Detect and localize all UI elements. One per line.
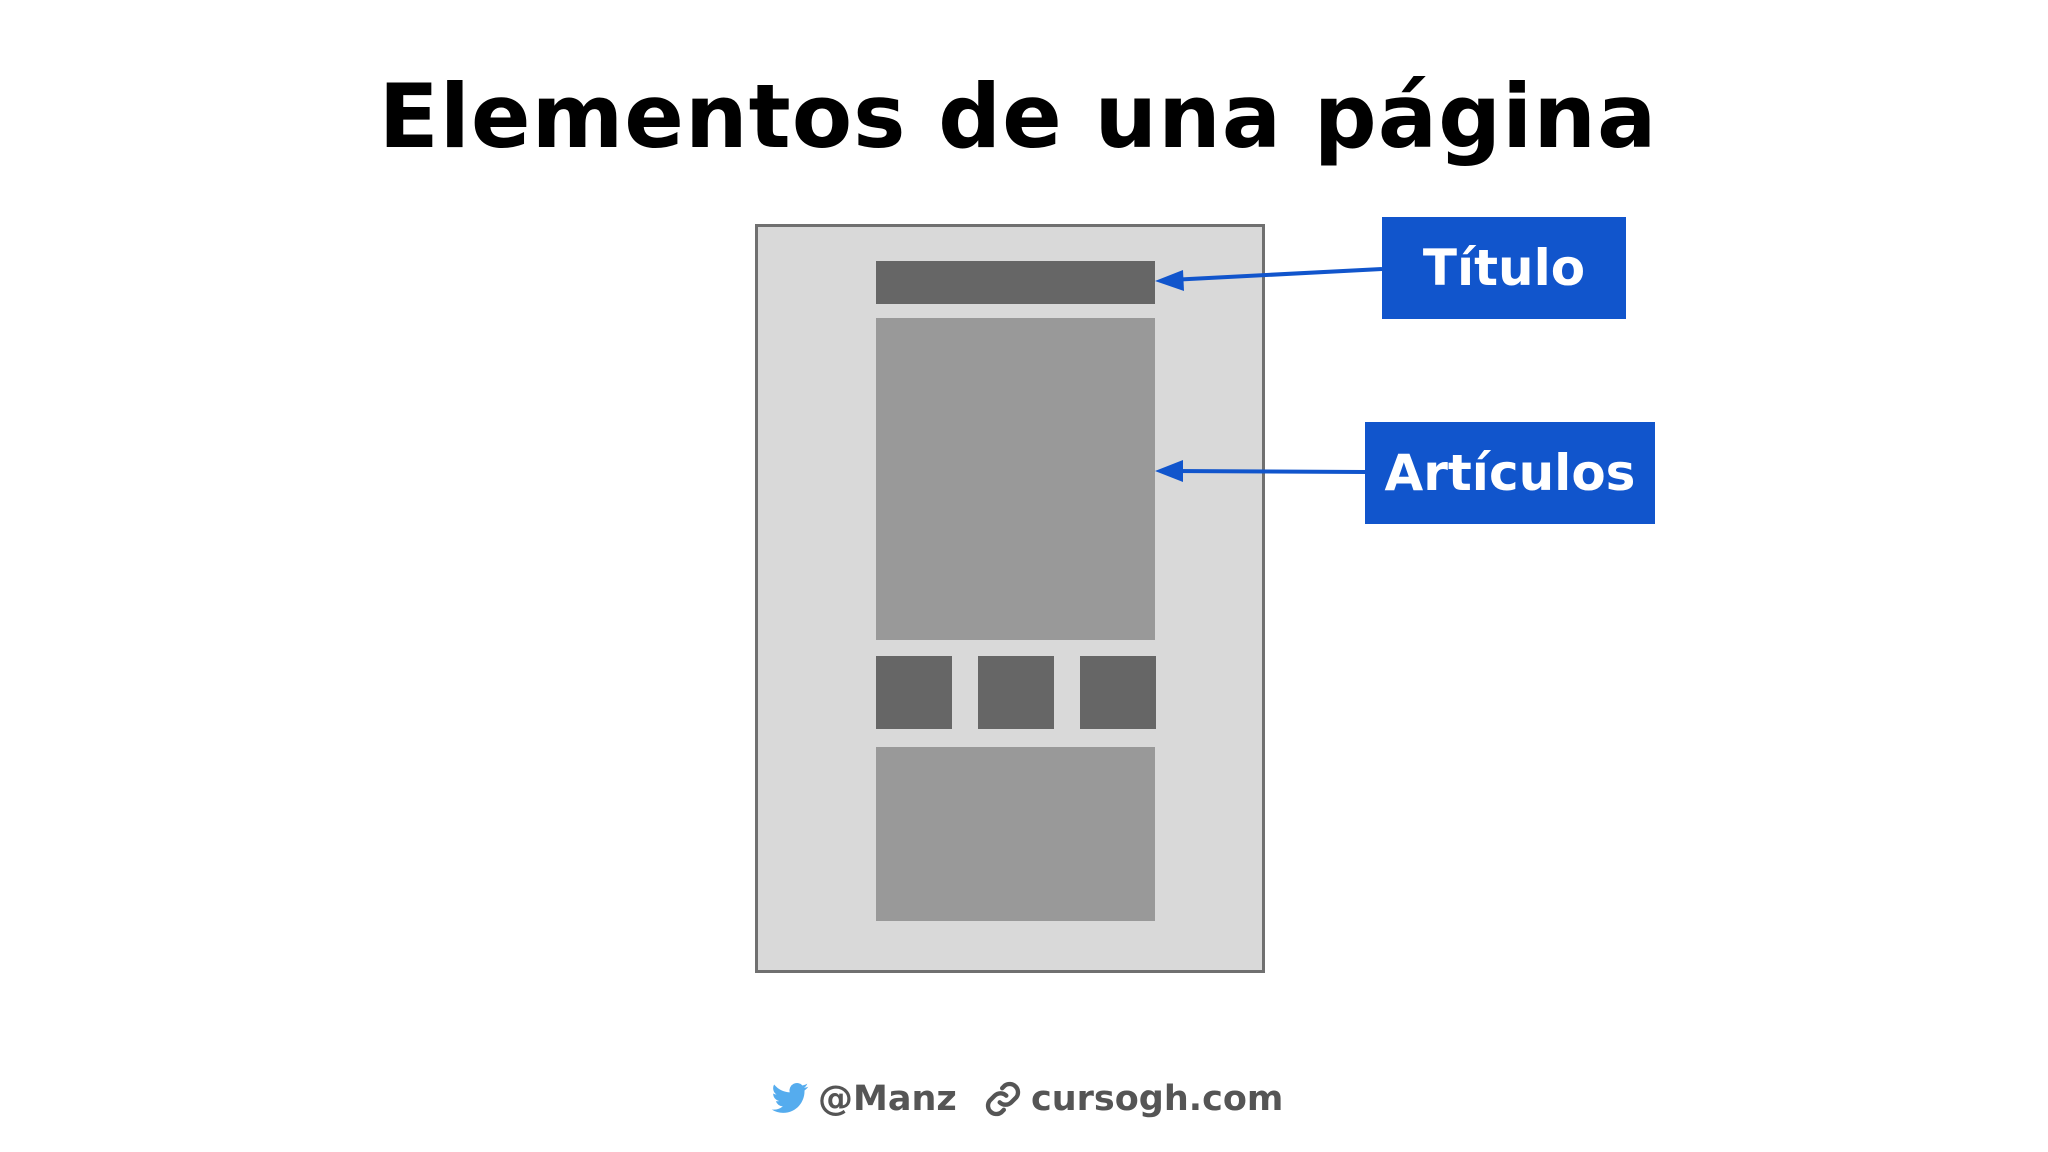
title-block <box>876 261 1155 304</box>
website-link: cursogh.com <box>1031 1079 1284 1119</box>
thumbnail-block-3 <box>1080 656 1156 729</box>
chain-link-icon <box>983 1079 1023 1119</box>
twitter-handle: @Manz <box>818 1079 957 1119</box>
thumbnail-block-1 <box>876 656 952 729</box>
footer-twitter[interactable]: @Manz <box>770 1074 957 1124</box>
label-titulo: Título <box>1382 217 1626 319</box>
article-block <box>876 318 1155 640</box>
slide-title: Elementos de una página <box>378 65 1658 168</box>
thumbnail-block-2 <box>978 656 1054 729</box>
footer-website[interactable]: cursogh.com <box>983 1074 1283 1124</box>
label-articulos: Artículos <box>1365 422 1655 524</box>
bottom-block <box>876 747 1155 921</box>
page-mockup <box>755 224 1265 973</box>
twitter-bird-icon <box>770 1079 810 1119</box>
